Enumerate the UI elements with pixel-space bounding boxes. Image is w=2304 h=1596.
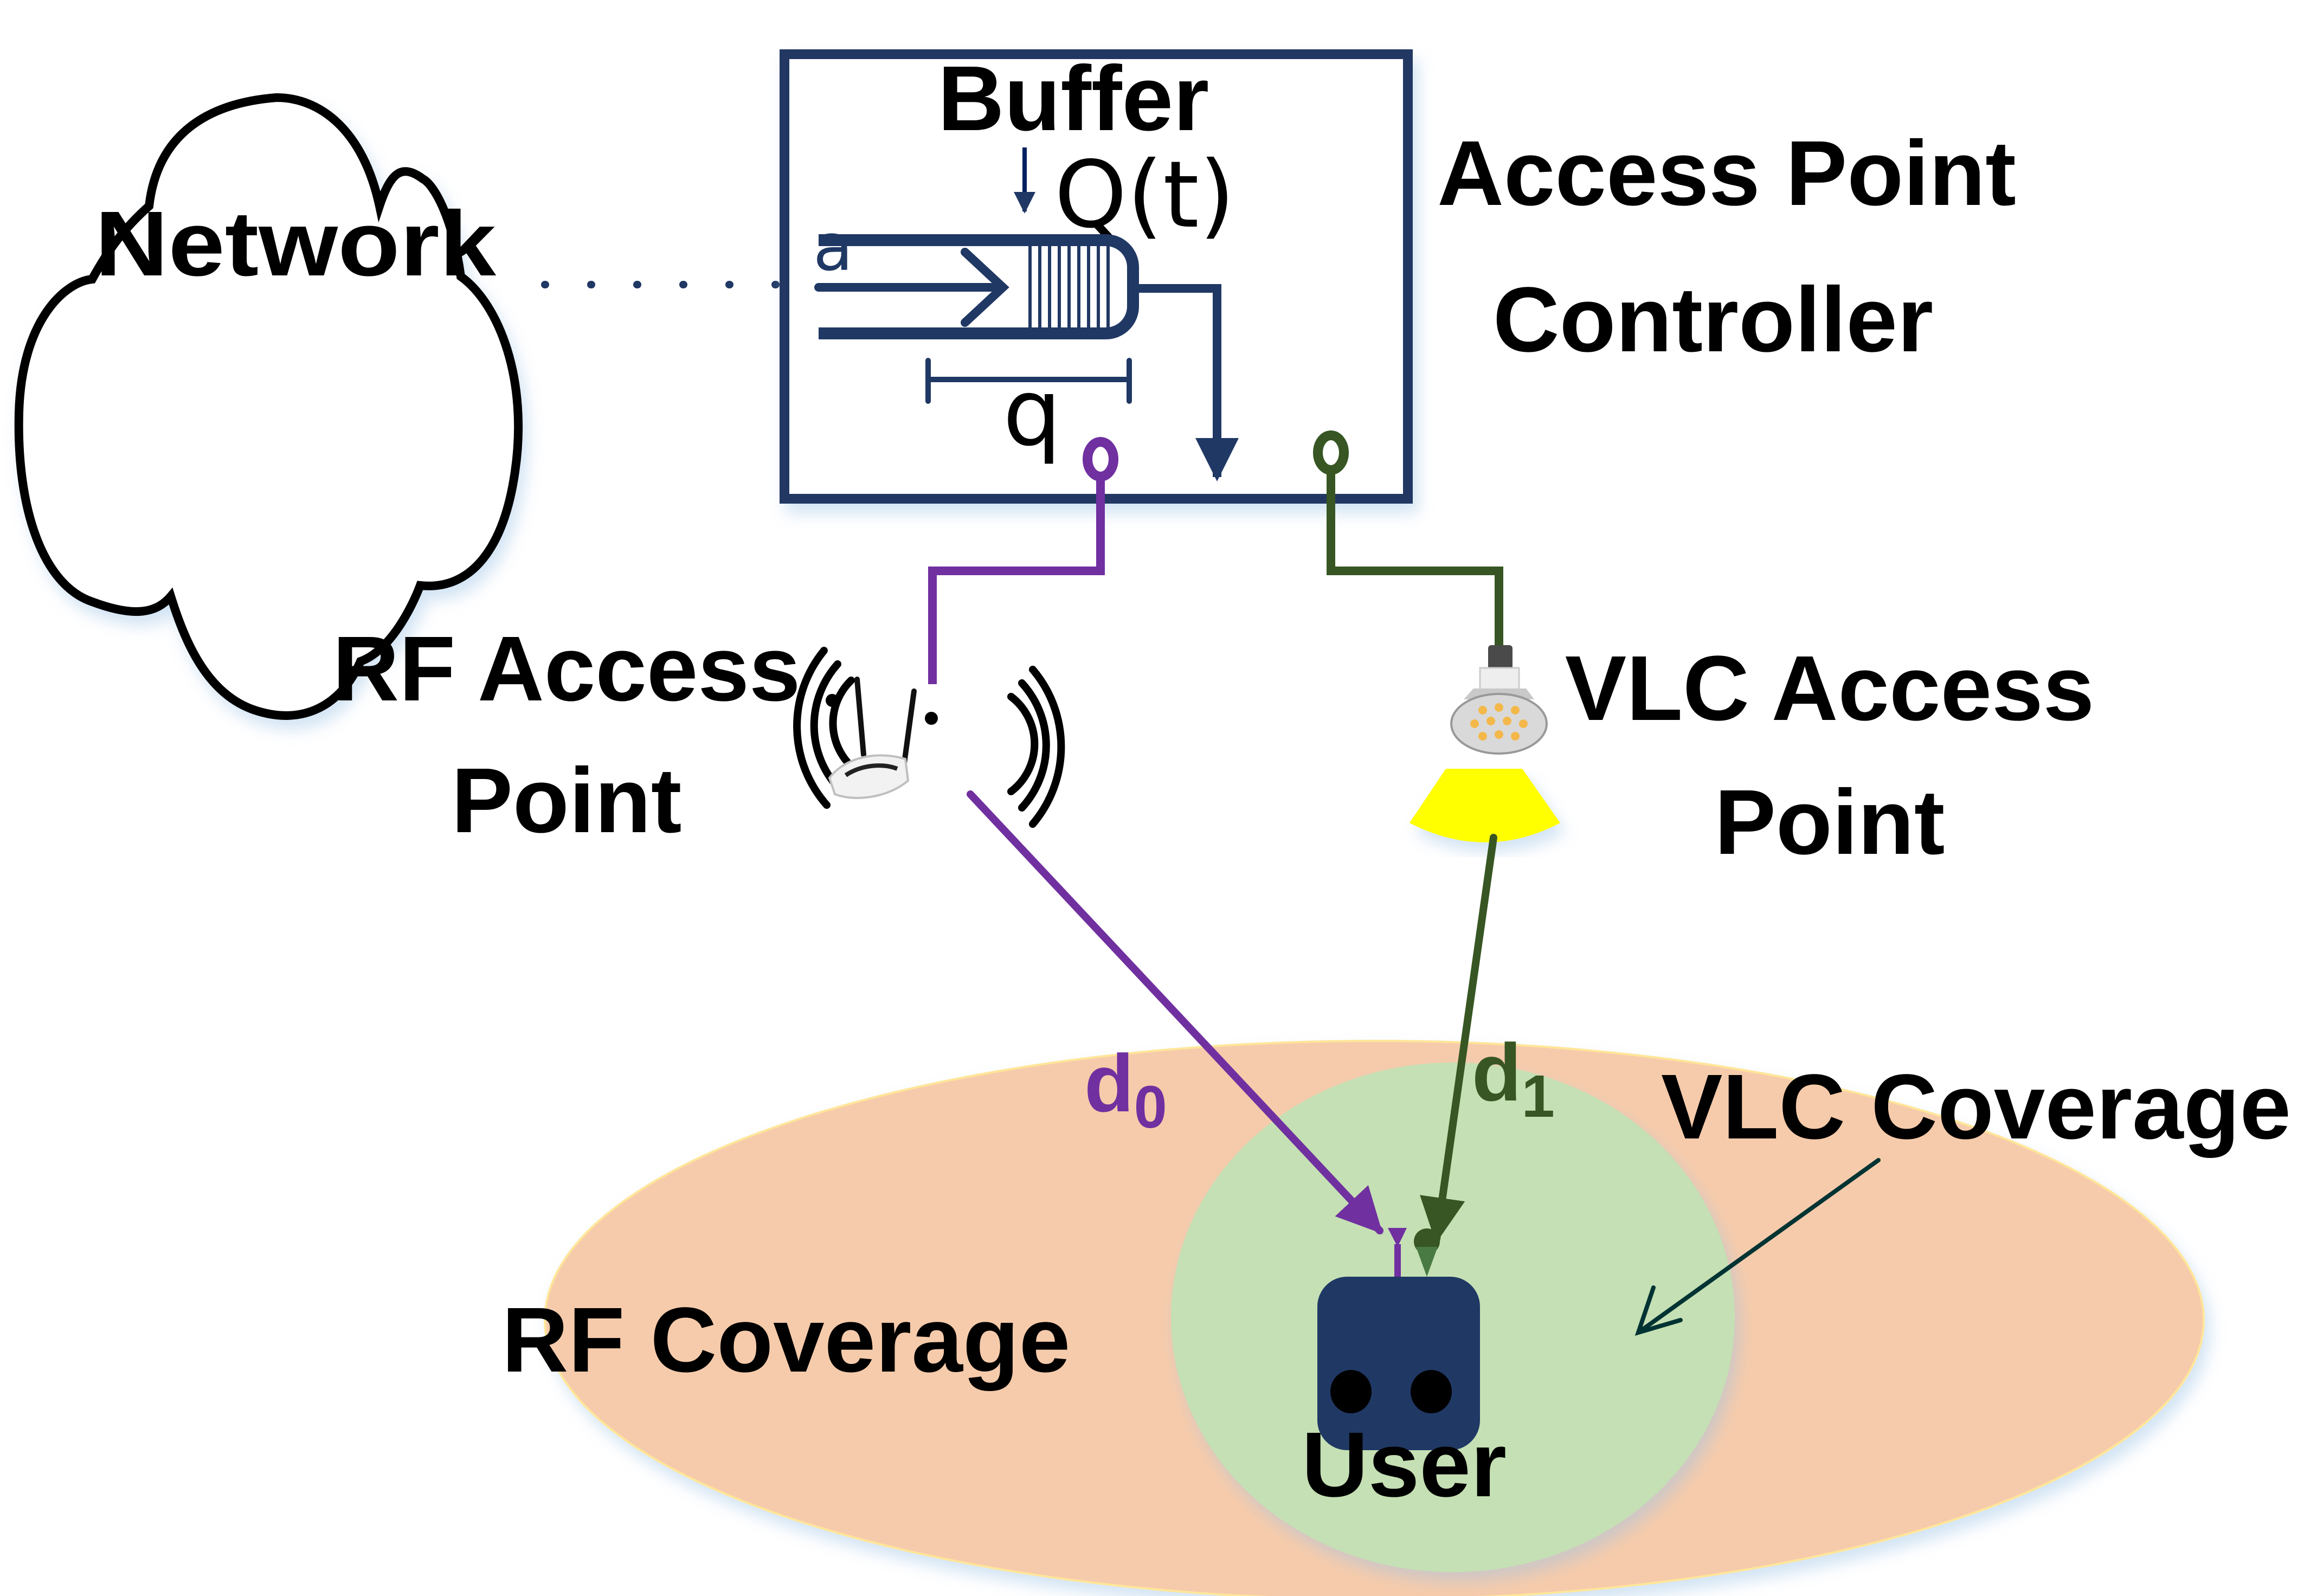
vlc-wire (1327, 471, 1503, 667)
network-label: Network (95, 192, 497, 295)
buffer-output-arrow-icon (1133, 284, 1239, 481)
controller-label-line1: Access Point (1437, 122, 2016, 225)
vlc-link-label-main: d (1472, 1027, 1522, 1118)
vlc-coverage-pointer-arrow-icon (1634, 1158, 1881, 1336)
vlc-bulb-icon (1450, 645, 1548, 755)
rf-wire (928, 477, 1105, 684)
rf-coverage-label: RF Coverage (502, 1289, 1071, 1392)
rf-link-label-subscript: 0 (1134, 1074, 1167, 1141)
buffer-title: Buffer (938, 47, 1209, 150)
controller-label-line2: Controller (1493, 268, 1933, 371)
arrival-rate-label: a (813, 210, 853, 286)
buffer-length-label: q (1003, 359, 1061, 467)
buffer-length-indicator (925, 358, 1132, 404)
vlc-link-label-subscript: 1 (1522, 1063, 1555, 1130)
vlc-port-icon (1313, 430, 1349, 475)
vlc-ap-label-line2: Point (1715, 771, 1945, 874)
user-device-icon (1317, 1228, 1480, 1450)
rf-ap-label-line1: RF Access (332, 617, 800, 720)
queue-label: Q(t) (1054, 141, 1235, 249)
rf-ap-label-line2: Point (452, 749, 682, 852)
network-cloud-icon (14, 93, 523, 720)
arrival-arrow-icon (814, 248, 1009, 327)
rf-port-icon (1083, 437, 1118, 481)
rf-router-icon (793, 647, 1065, 828)
vlc-coverage-label: VLC Coverage (1661, 1056, 2291, 1159)
rf-link-label-main: d (1084, 1038, 1134, 1129)
vlc-light-beam (1410, 769, 1560, 842)
rf-link-arrow (967, 790, 1383, 1234)
rf-link-label: d0 (1084, 1038, 1167, 1141)
vlc-ap-label-line1: VLC Access (1565, 637, 2094, 740)
vlc-link-label: d1 (1472, 1027, 1555, 1130)
user-label: User (1302, 1413, 1507, 1516)
vlc-link-arrow (1420, 834, 1497, 1244)
